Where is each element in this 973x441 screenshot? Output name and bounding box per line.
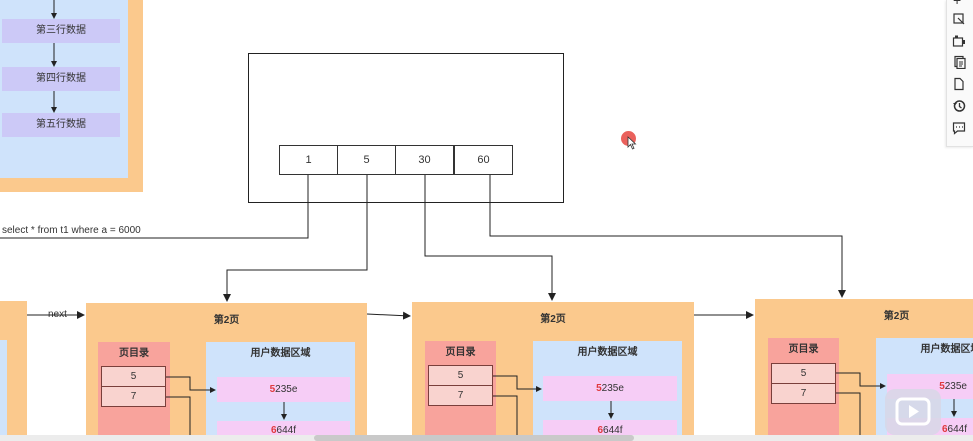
page-2-record-2-rest: 644f [603, 425, 623, 436]
page-2-user-area-label: 用户数据区域 [577, 347, 638, 358]
copy-icon[interactable] [952, 55, 966, 69]
page-3-title: 第2页 [883, 311, 910, 322]
comment-icon[interactable] [952, 121, 966, 135]
scrollbar-thumb[interactable] [314, 435, 634, 441]
screenshot-icon[interactable] [952, 12, 966, 26]
index-key-1: 1 [279, 145, 338, 175]
page-1-dir-slot-5: 5 [101, 366, 166, 387]
plus-icon[interactable]: + [953, 0, 962, 8]
page-3-directory-label: 页目录 [788, 344, 819, 355]
history-icon[interactable] [952, 99, 966, 113]
page-2-directory-label: 页目录 [445, 347, 476, 358]
index-node [248, 53, 564, 203]
page-3-record-1-hl: 5 [939, 381, 945, 392]
file-icon[interactable] [952, 77, 966, 91]
page-2-record-2-hl: 6 [597, 425, 604, 436]
play-icon [895, 397, 931, 426]
page-3-record-2-hl: 6 [941, 424, 948, 435]
camera-icon[interactable] [952, 34, 966, 48]
page-2-title: 第2页 [540, 314, 566, 325]
page-2-record-1-rest: 235e [601, 383, 624, 394]
left-row-4: 第四行数据 [2, 67, 120, 91]
page-1-user-area-label: 用户数据区域 [250, 348, 311, 359]
page-3-dir-slot-7: 7 [771, 383, 836, 404]
index-key-30: 30 [395, 145, 454, 175]
page-2-dir-slot-7: 7 [428, 385, 493, 406]
page-2-record-1: 5235e [543, 376, 677, 401]
page-3-user-area-label: 用户数据区域 [920, 344, 973, 355]
left-row-5: 第五行数据 [2, 113, 120, 137]
page-1-record-1: 5235e [217, 377, 350, 402]
page-1-record-2-hl: 6 [270, 425, 277, 436]
sql-query-text: select * from t1 where a = 6000 [2, 225, 141, 236]
left-partial-user-area [0, 340, 7, 441]
arrow-cursor-icon [627, 136, 637, 150]
index-key-5: 5 [337, 145, 396, 175]
page-1-directory-label: 页目录 [119, 348, 149, 359]
page-1-dir-slot-7: 7 [101, 386, 166, 407]
page-3-record-1-rest: 235e [944, 381, 967, 392]
page-3-record-2-rest: 644f [947, 424, 967, 435]
page-1-record-1-hl: 5 [269, 384, 276, 395]
page-1-title: 第2页 [213, 315, 240, 326]
page-1-record-1-rest: 235e [275, 384, 298, 395]
page-2-record-1-hl: 5 [596, 383, 602, 394]
index-key-60: 60 [454, 145, 513, 175]
left-row-3: 第三行数据 [2, 19, 120, 43]
page-1-record-2-rest: 644f [276, 425, 297, 436]
